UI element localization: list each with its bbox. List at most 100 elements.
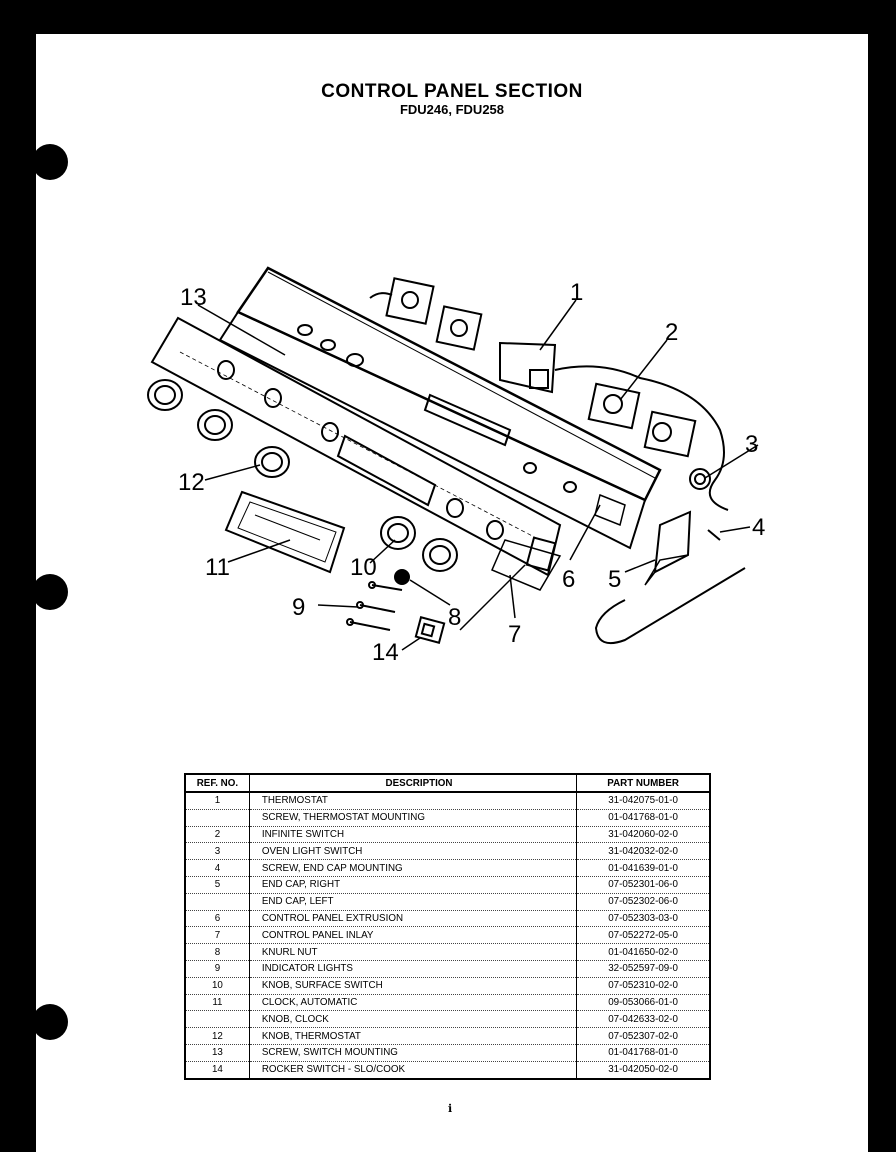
part-number-cell: 07-052272-05-0 xyxy=(576,926,711,945)
description-cell: END CAP, RIGHT xyxy=(248,876,578,894)
part-number-cell: 01-041768-01-0 xyxy=(576,809,711,827)
part-number-cell: 31-042060-02-0 xyxy=(576,826,711,844)
description-cell: INDICATOR LIGHTS xyxy=(248,960,578,978)
description-cell: KNOB, THERMOSTAT xyxy=(248,1027,578,1045)
thermostat-knobs xyxy=(147,379,290,478)
ref-cell: 8 xyxy=(184,943,250,961)
ref-cell: 12 xyxy=(184,1027,250,1045)
callout-6: 6 xyxy=(562,566,575,593)
part-number-cell: 07-052310-02-0 xyxy=(576,977,711,995)
control-panel-inlay xyxy=(150,316,562,591)
part-number-cell: 07-042633-02-0 xyxy=(576,1010,711,1029)
part-number-cell: 01-041639-01-0 xyxy=(576,859,711,877)
callout-8: 8 xyxy=(448,604,461,631)
knurl-nut xyxy=(394,569,410,585)
infinite-switch-assembly xyxy=(554,365,729,541)
part-number-cell: 31-042050-02-0 xyxy=(576,1061,711,1080)
column-header-ref: REF. NO. xyxy=(184,774,250,793)
binder-hole-bottom xyxy=(32,1004,68,1040)
part-number-cell: 01-041650-02-0 xyxy=(576,943,711,961)
description-cell: ROCKER SWITCH - SLO/COOK xyxy=(248,1061,578,1080)
rocker-switch xyxy=(414,616,446,644)
table-header-row: REF. NO. DESCRIPTION PART NUMBER xyxy=(184,774,711,793)
description-cell: CLOCK, AUTOMATIC xyxy=(248,994,578,1012)
callout-13: 13 xyxy=(180,284,207,311)
automatic-clock xyxy=(224,490,346,574)
description-cell: CONTROL PANEL INLAY xyxy=(248,926,578,945)
ref-cell: 1 xyxy=(184,792,250,810)
page-title: CONTROL PANEL SECTION xyxy=(321,81,583,102)
callout-5: 5 xyxy=(608,566,621,593)
callout-2: 2 xyxy=(665,319,678,346)
ref-cell xyxy=(184,1010,250,1029)
part-number-cell: 31-042032-02-0 xyxy=(576,842,711,861)
ref-cell: 5 xyxy=(184,876,250,894)
callout-3: 3 xyxy=(745,431,758,458)
callout-leaders xyxy=(197,299,759,651)
description-cell: THERMOSTAT xyxy=(248,792,578,810)
part-number-cell: 07-052302-06-0 xyxy=(576,893,711,911)
indicator-lights xyxy=(346,581,403,631)
description-cell: INFINITE SWITCH xyxy=(248,826,578,844)
part-number-cell: 07-052301-06-0 xyxy=(576,876,711,894)
description-cell: SCREW, END CAP MOUNTING xyxy=(248,859,578,877)
ref-cell: 9 xyxy=(184,960,250,978)
part-number-cell: 01-041768-01-0 xyxy=(576,1044,711,1062)
callout-11: 11 xyxy=(205,554,230,581)
ref-cell: 13 xyxy=(184,1044,250,1062)
description-cell: SCREW, THERMOSTAT MOUNTING xyxy=(248,809,578,827)
ref-cell: 11 xyxy=(184,994,250,1012)
parts-sheet: CONTROL PANEL SECTION FDU246, FDU258 xyxy=(32,34,868,1152)
callout-14: 14 xyxy=(372,639,399,666)
callout-9: 9 xyxy=(292,594,305,621)
ref-cell xyxy=(184,809,250,827)
exploded-view-diagram: 1 2 3 4 5 6 7 8 9 10 11 12 13 14 xyxy=(147,266,765,666)
thermostat-assembly xyxy=(369,277,557,394)
page-mark: ℹ xyxy=(448,1103,453,1115)
description-cell: KNOB, SURFACE SWITCH xyxy=(248,977,578,995)
binder-hole-middle xyxy=(32,574,68,610)
callout-labels: 1 2 3 4 5 6 7 8 9 10 11 12 13 14 xyxy=(178,279,765,666)
description-cell: CONTROL PANEL EXTRUSION xyxy=(248,910,578,928)
end-cap-right xyxy=(644,510,692,586)
callout-1: 1 xyxy=(570,279,583,306)
part-number-cell: 07-052307-02-0 xyxy=(576,1027,711,1045)
ref-cell: 2 xyxy=(184,826,250,844)
page-subtitle: FDU246, FDU258 xyxy=(399,102,505,117)
wire-harness xyxy=(594,567,746,644)
column-header-part-number: PART NUMBER xyxy=(576,774,711,793)
description-cell: OVEN LIGHT SWITCH xyxy=(248,842,578,861)
callout-10: 10 xyxy=(350,554,377,581)
ref-cell: 14 xyxy=(184,1061,250,1080)
description-cell: END CAP, LEFT xyxy=(248,893,578,911)
callout-7: 7 xyxy=(508,621,521,648)
part-number-cell: 31-042075-01-0 xyxy=(576,792,711,810)
ref-cell: 6 xyxy=(184,910,250,928)
ref-cell: 4 xyxy=(184,859,250,877)
callout-12: 12 xyxy=(178,469,205,496)
column-header-description: DESCRIPTION xyxy=(248,774,578,793)
part-number-cell: 07-052303-03-0 xyxy=(576,910,711,928)
description-cell: SCREW, SWITCH MOUNTING xyxy=(248,1044,578,1062)
binder-hole-top xyxy=(32,144,68,180)
ref-cell: 3 xyxy=(184,842,250,861)
ref-cell xyxy=(184,893,250,911)
part-number-cell: 32-052597-09-0 xyxy=(576,960,711,978)
control-panel-extrusion xyxy=(218,266,662,550)
surface-switch-knobs xyxy=(380,516,458,572)
